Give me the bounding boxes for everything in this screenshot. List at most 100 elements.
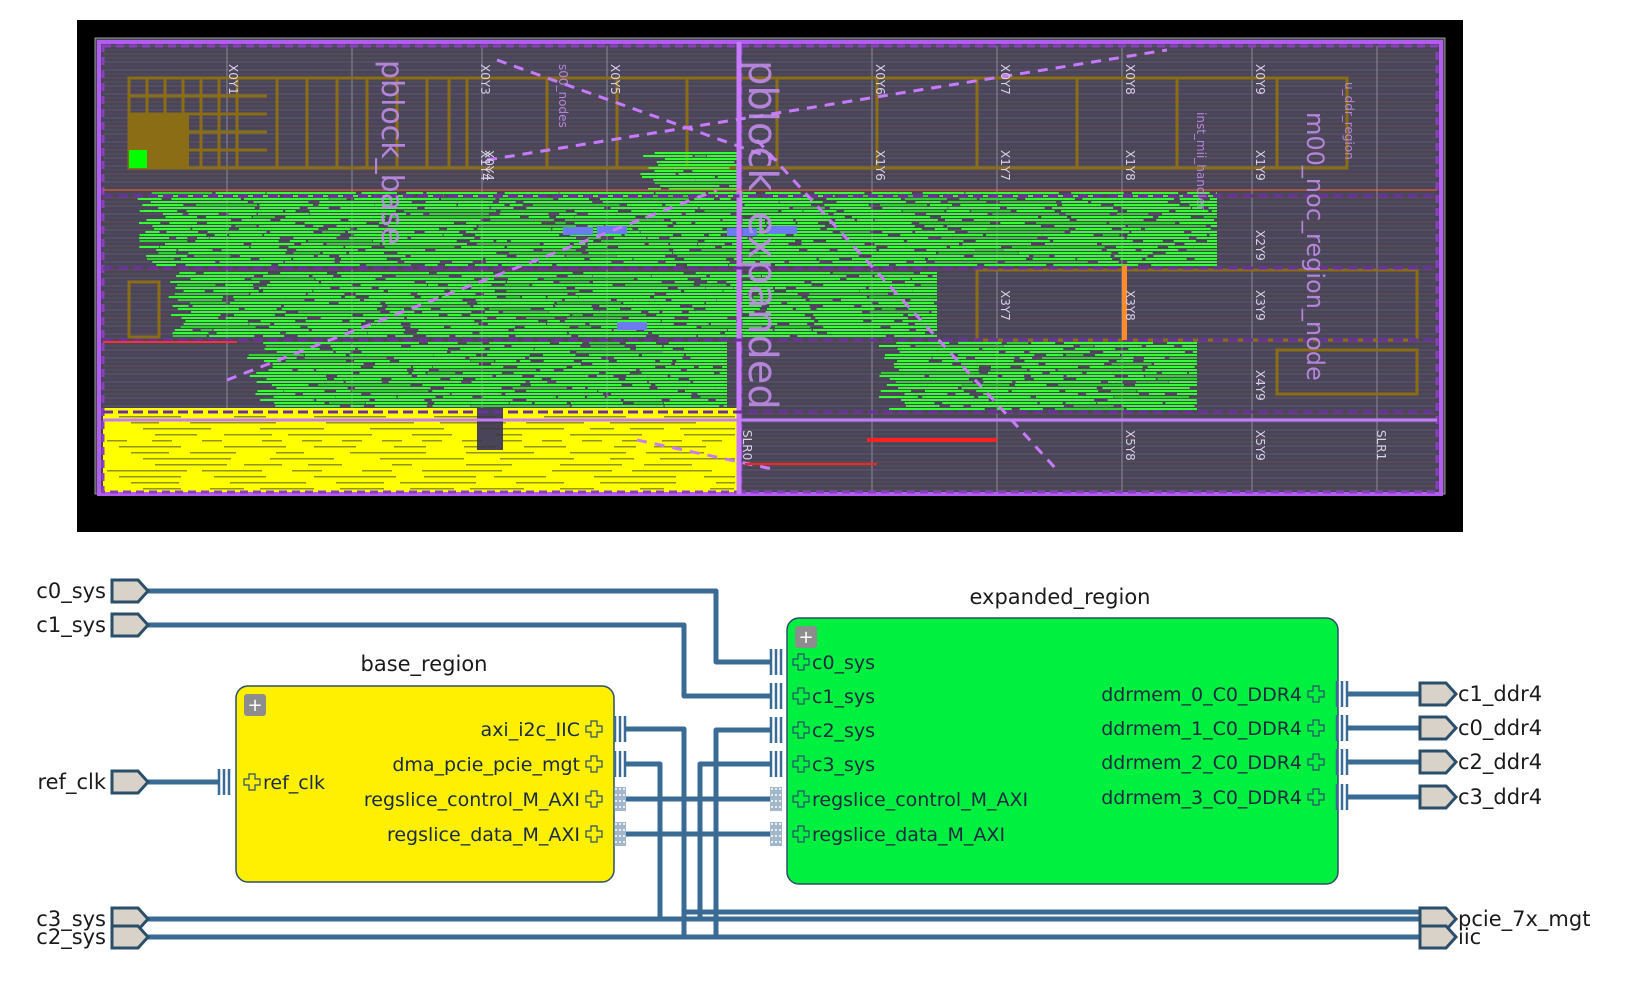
pblock-outlines bbox=[97, 40, 1443, 496]
bus-connector[interactable] bbox=[1335, 681, 1349, 707]
bus-connector[interactable] bbox=[613, 751, 627, 777]
pin-label: ddrmem_1_C0_DDR4 bbox=[1101, 718, 1302, 740]
input-port-c0_sys[interactable]: c0_sys bbox=[36, 578, 151, 604]
timing-markers bbox=[103, 189, 1437, 465]
clock-region-label: X0Y4 bbox=[482, 150, 496, 181]
plus-icon bbox=[585, 755, 603, 773]
pin-label: regslice_data_M_AXI bbox=[387, 824, 580, 846]
clock-region-label: X4Y9 bbox=[1253, 370, 1267, 401]
clock-region-label: X2Y9 bbox=[1253, 230, 1267, 261]
bus-connector[interactable] bbox=[613, 716, 627, 742]
net[interactable] bbox=[148, 761, 770, 922]
bus-connector[interactable] bbox=[614, 787, 626, 811]
port-label: c1_sys bbox=[36, 613, 106, 638]
port-label: c3_sys bbox=[36, 907, 106, 932]
output-port-c2_ddr4[interactable]: c2_ddr4 bbox=[1418, 749, 1542, 775]
clock-region-label: X0Y6 bbox=[873, 64, 887, 95]
clock-region-label: X0Y3 bbox=[478, 64, 492, 95]
plus-icon bbox=[792, 687, 810, 705]
pin-label: dma_pcie_pcie_mgt bbox=[392, 754, 580, 776]
plus-icon bbox=[1307, 753, 1325, 771]
net[interactable] bbox=[148, 588, 770, 665]
pin-label: ddrmem_2_C0_DDR4 bbox=[1101, 752, 1302, 774]
pin-label: ddrmem_0_C0_DDR4 bbox=[1101, 684, 1302, 706]
clock-region-label: SLR1 bbox=[1374, 430, 1388, 460]
output-port-c3_ddr4[interactable]: c3_ddr4 bbox=[1418, 784, 1542, 810]
port-label: pcie_7x_mgt bbox=[1458, 907, 1590, 932]
bus-connector[interactable] bbox=[769, 717, 783, 743]
net[interactable] bbox=[148, 622, 770, 699]
input-port-c1_sys[interactable]: c1_sys bbox=[36, 612, 151, 638]
clock-region-label: X3Y8 bbox=[1123, 290, 1137, 321]
bus-connector[interactable] bbox=[1335, 715, 1349, 741]
plus-icon bbox=[792, 790, 810, 808]
plus-icon: + bbox=[247, 695, 262, 716]
bus-connector[interactable] bbox=[217, 769, 231, 795]
clock-region-label: X3Y9 bbox=[1253, 290, 1267, 321]
plus-icon bbox=[585, 825, 603, 843]
bus-connector[interactable] bbox=[769, 683, 783, 709]
port-label: c1_ddr4 bbox=[1458, 682, 1542, 707]
expanded-region-collapse-button[interactable]: + bbox=[795, 626, 817, 648]
clock-region-label: X5Y9 bbox=[1253, 430, 1267, 461]
net[interactable] bbox=[626, 726, 1420, 915]
plus-icon bbox=[585, 720, 603, 738]
clock-region-label: X0Y8 bbox=[1123, 64, 1137, 95]
net[interactable] bbox=[681, 912, 1420, 940]
plus-icon bbox=[585, 790, 603, 808]
pin-label: c0_sys bbox=[812, 652, 875, 674]
pin-label: regslice_control_M_AXI bbox=[812, 789, 1028, 811]
net[interactable] bbox=[148, 727, 770, 940]
clock-region-label: X1Y4 bbox=[478, 150, 492, 181]
plus-icon bbox=[1307, 788, 1325, 806]
plus-icon: + bbox=[798, 627, 813, 648]
plus-icon bbox=[792, 755, 810, 773]
port-label: c3_ddr4 bbox=[1458, 785, 1542, 810]
clock-region-label: SLR0 bbox=[740, 430, 754, 460]
plus-icon bbox=[1307, 685, 1325, 703]
input-port-c2_sys[interactable]: c2_sys bbox=[36, 924, 151, 950]
bus-connector[interactable] bbox=[614, 822, 626, 846]
pin-label: axi_i2c_IIC bbox=[481, 719, 580, 741]
pin-label: c2_sys bbox=[812, 720, 875, 742]
output-port-c0_ddr4[interactable]: c0_ddr4 bbox=[1418, 715, 1542, 741]
bus-connector[interactable] bbox=[769, 649, 783, 675]
output-port-iic[interactable]: iic bbox=[1418, 924, 1481, 950]
plus-icon bbox=[792, 825, 810, 843]
block-design-schematic[interactable]: base_region + ref_clkaxi_i2c_IICdma_pcie… bbox=[0, 540, 1628, 1008]
port-label: iic bbox=[1458, 925, 1481, 949]
bus-connector[interactable] bbox=[1335, 749, 1349, 775]
pin-label: ref_clk bbox=[263, 772, 325, 794]
port-label: c0_sys bbox=[36, 579, 106, 604]
plus-icon bbox=[792, 721, 810, 739]
plus-icon bbox=[243, 773, 261, 791]
bus-connector[interactable] bbox=[770, 787, 782, 811]
pblock-label: pblock_expanded bbox=[739, 60, 785, 410]
pblock-label: inst_mii_handler bbox=[1194, 112, 1208, 210]
bus-connector[interactable] bbox=[1335, 784, 1349, 810]
expanded-region-block[interactable]: expanded_region + c0_sysc1_sysc2_sysc3_s… bbox=[769, 585, 1349, 885]
output-port-c1_ddr4[interactable]: c1_ddr4 bbox=[1418, 681, 1542, 707]
clock-region-label: X1Y6 bbox=[873, 150, 887, 181]
base-region-placement bbox=[103, 408, 739, 494]
pin-label: c3_sys bbox=[812, 754, 875, 776]
bus-connector[interactable] bbox=[770, 822, 782, 846]
clock-region-label: X5Y8 bbox=[1123, 430, 1137, 461]
pin-label: regslice_control_M_AXI bbox=[364, 789, 580, 811]
clock-region-label: X1Y8 bbox=[1123, 150, 1137, 181]
pblock-label: s00_nodes bbox=[556, 64, 570, 128]
base-region-collapse-button[interactable]: + bbox=[244, 694, 266, 716]
pin-label: regslice_data_M_AXI bbox=[812, 824, 1005, 846]
plus-icon bbox=[792, 653, 810, 671]
clock-region-label: X1Y7 bbox=[998, 150, 1012, 181]
input-port-ref_clk[interactable]: ref_clk bbox=[37, 769, 151, 795]
base-region-block[interactable]: base_region + ref_clkaxi_i2c_IICdma_pcie… bbox=[217, 652, 627, 883]
clock-region-label: X0Y5 bbox=[608, 64, 622, 95]
port-label: c2_ddr4 bbox=[1458, 750, 1542, 775]
clock-region-label: X1Y9 bbox=[1253, 150, 1267, 181]
pblock-label: pblock_base bbox=[374, 60, 409, 245]
pin-label: c1_sys bbox=[812, 686, 875, 708]
bus-connector[interactable] bbox=[769, 751, 783, 777]
clock-region-label: X0Y7 bbox=[998, 64, 1012, 95]
